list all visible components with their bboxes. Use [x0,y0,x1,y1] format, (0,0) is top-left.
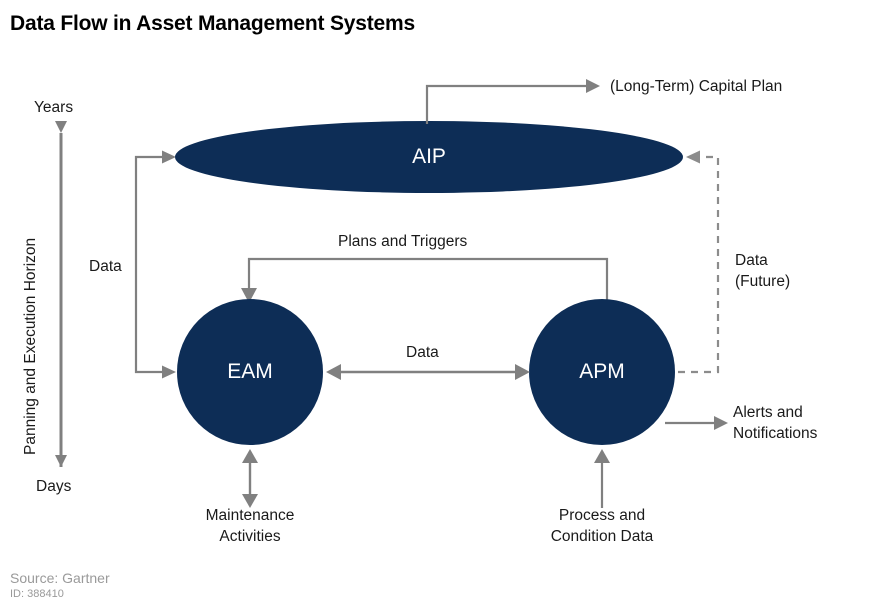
node-aip-label: AIP [412,145,446,168]
maintenance-label-line1: Maintenance [205,507,295,524]
data-center-label: Data [406,344,439,361]
node-apm[interactable] [529,299,675,445]
alerts-label-line1: Alerts and [733,404,803,421]
alerts-label-line2: Notifications [733,425,818,442]
node-aip[interactable] [175,121,683,193]
data-future-label-line1: Data [735,252,768,269]
data-future-label-line2: (Future) [735,273,791,290]
capital-plan-label: (Long-Term) Capital Plan [610,78,783,95]
process-label-line1: Process and [558,507,646,524]
maintenance-label-line2: Activities [219,528,281,545]
node-eam[interactable] [177,299,323,445]
plans-and-triggers-label: Plans and Triggers [338,233,468,250]
data-left-bracket-arrow [134,150,176,379]
axis-bottom-label: Days [36,478,72,495]
node-eam-label: EAM [227,360,273,383]
data-left-label: Data [89,258,122,275]
node-apm-label: APM [579,360,625,383]
data-future-dashed-arrow [678,150,720,374]
maintenance-activities-arrow [242,449,258,508]
plans-and-triggers-arrow [241,257,609,303]
process-label-line2: Condition Data [550,528,654,545]
source-id: ID: 388410 [10,588,64,600]
alerts-notifications-arrow [665,416,728,430]
page-title: Data Flow in Asset Management Systems [10,12,415,35]
source-name: Source: Gartner [10,570,110,586]
process-condition-data-arrow [594,449,610,508]
data-eam-apm-arrow [326,364,530,380]
axis-top-label: Years [34,99,74,116]
capital-plan-arrow [425,79,600,124]
axis-vertical-label: Panning and Execution Horizon [22,237,39,455]
